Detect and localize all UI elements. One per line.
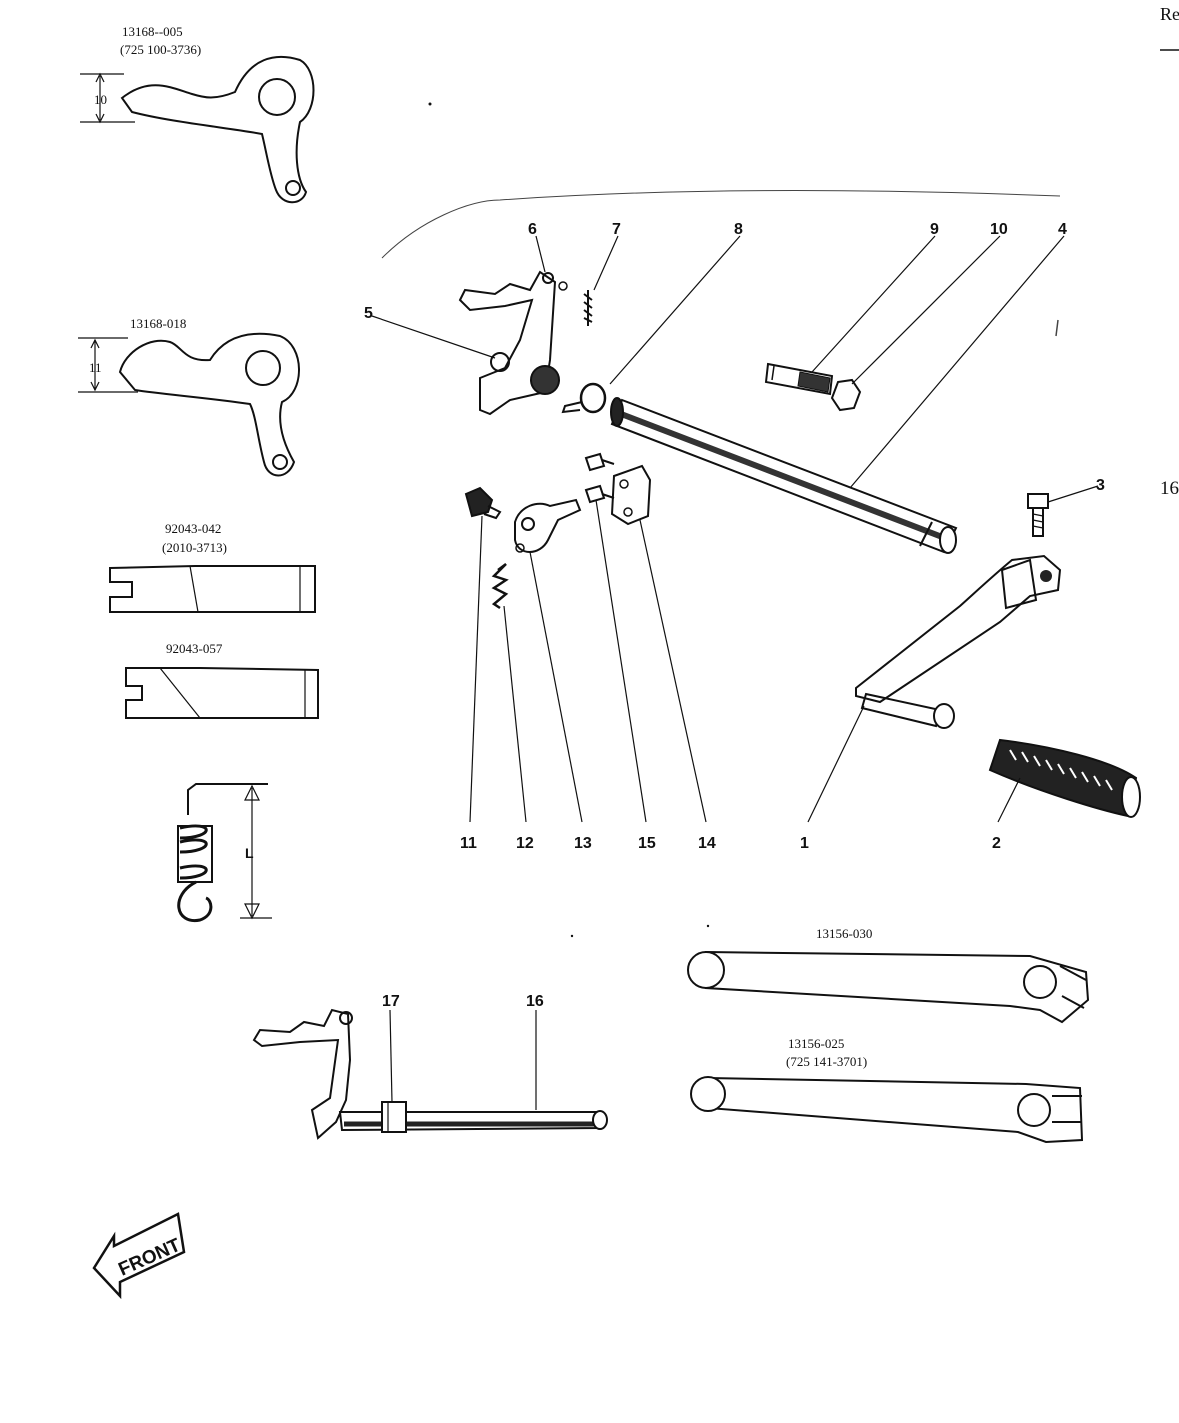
pin-a-body bbox=[109, 565, 316, 613]
callout-9: 9 bbox=[930, 221, 939, 238]
lever-b-ref-number: (725 141-3701) bbox=[786, 1054, 867, 1069]
part-11-bolt bbox=[464, 486, 502, 520]
corner-text-mid: 16 bbox=[1160, 478, 1179, 499]
front-arrow: FRONT bbox=[92, 1212, 186, 1300]
lower-shift-arm-plate bbox=[252, 1008, 352, 1140]
lever-b-part-number: 13156-025 bbox=[788, 1036, 844, 1051]
part-16-shift-shaft-assembly bbox=[252, 1008, 608, 1140]
spring-coils bbox=[179, 824, 208, 880]
part-17-collar bbox=[381, 1101, 407, 1133]
part-10-nut bbox=[830, 378, 862, 412]
arm-a-part-number: 13168--005 bbox=[122, 24, 183, 39]
part-9-bolt bbox=[764, 362, 834, 396]
part-1-shift-lever bbox=[855, 554, 1062, 729]
spring-dimension: L bbox=[245, 845, 254, 861]
arm-b-hole bbox=[245, 350, 281, 386]
variant-lever-a: 13156-030 bbox=[687, 926, 1090, 1024]
spring-body bbox=[177, 825, 213, 883]
shift-arm-plate bbox=[458, 270, 557, 416]
callout-8: 8 bbox=[734, 221, 743, 238]
callout-17: 17 bbox=[382, 993, 400, 1010]
callout-15: 15 bbox=[638, 835, 656, 852]
arm-b-small-hole bbox=[272, 454, 288, 470]
arm-a-outline bbox=[120, 55, 315, 204]
arm-b-part-number: 13168-018 bbox=[130, 316, 186, 331]
crankcase-outline bbox=[381, 190, 1061, 259]
callout-14: 14 bbox=[698, 835, 716, 852]
part-7-spring bbox=[583, 290, 593, 326]
callout-11: 11 bbox=[460, 835, 477, 852]
front-arrow-shape bbox=[92, 1212, 186, 1300]
lower-leader-lines bbox=[389, 1009, 537, 1110]
variant-pin-b: 92043-057 bbox=[125, 641, 319, 719]
variant-arm-b: 13168-018 11 bbox=[78, 316, 300, 477]
part-15-screws bbox=[584, 452, 615, 504]
variant-lever-b: 13156-025 (725 141-3701) bbox=[690, 1036, 1084, 1144]
part-2-rubber-grip bbox=[988, 738, 1141, 818]
arm-b-dimension: 11 bbox=[89, 360, 102, 375]
spring-hook bbox=[177, 880, 213, 922]
callout-12: 12 bbox=[516, 835, 534, 852]
arm-a-hole bbox=[258, 78, 296, 116]
pin-b-body bbox=[125, 667, 319, 719]
arm-a-ref-number: (725 100-3736) bbox=[120, 42, 201, 57]
part-3-bolt bbox=[1027, 493, 1049, 537]
variant-spring: L bbox=[177, 783, 272, 922]
pin-b-part-number: 92043-057 bbox=[166, 641, 223, 656]
callout-5: 5 bbox=[364, 305, 373, 322]
arm-a-dimension: 10 bbox=[94, 92, 107, 107]
callout-10: 10 bbox=[990, 221, 1008, 238]
leader-lines bbox=[371, 235, 1099, 823]
corner-text-top: Re bbox=[1160, 4, 1179, 24]
pin-a-part-number: 92043-042 bbox=[165, 521, 221, 536]
arm-b-outline bbox=[118, 332, 300, 477]
callout-6: 6 bbox=[528, 221, 537, 238]
part-shift-arm-assembly bbox=[458, 270, 568, 416]
part-12-spring bbox=[491, 563, 509, 610]
arm-a-small-hole bbox=[285, 180, 301, 196]
callout-13: 13 bbox=[574, 835, 592, 852]
variant-arm-a: 13168--005 (725 100-3736) 10 bbox=[80, 24, 315, 204]
part-8-circlip bbox=[561, 382, 607, 414]
shift-arm-boss bbox=[530, 365, 560, 395]
pin-a-ref-number: (2010-3713) bbox=[162, 540, 227, 555]
part-13-plate bbox=[514, 498, 582, 553]
callout-3: 3 bbox=[1096, 477, 1105, 494]
callout-7: 7 bbox=[612, 221, 621, 238]
lever-a-part-number: 13156-030 bbox=[816, 926, 872, 941]
part-14-bracket bbox=[610, 464, 652, 526]
callout-2: 2 bbox=[992, 835, 1001, 852]
variant-pin-a: 92043-042 (2010-3713) bbox=[109, 521, 316, 613]
callout-1: 1 bbox=[800, 835, 809, 852]
callout-4: 4 bbox=[1058, 221, 1067, 238]
callout-16: 16 bbox=[526, 993, 544, 1010]
part-4-shift-shaft bbox=[610, 397, 958, 554]
